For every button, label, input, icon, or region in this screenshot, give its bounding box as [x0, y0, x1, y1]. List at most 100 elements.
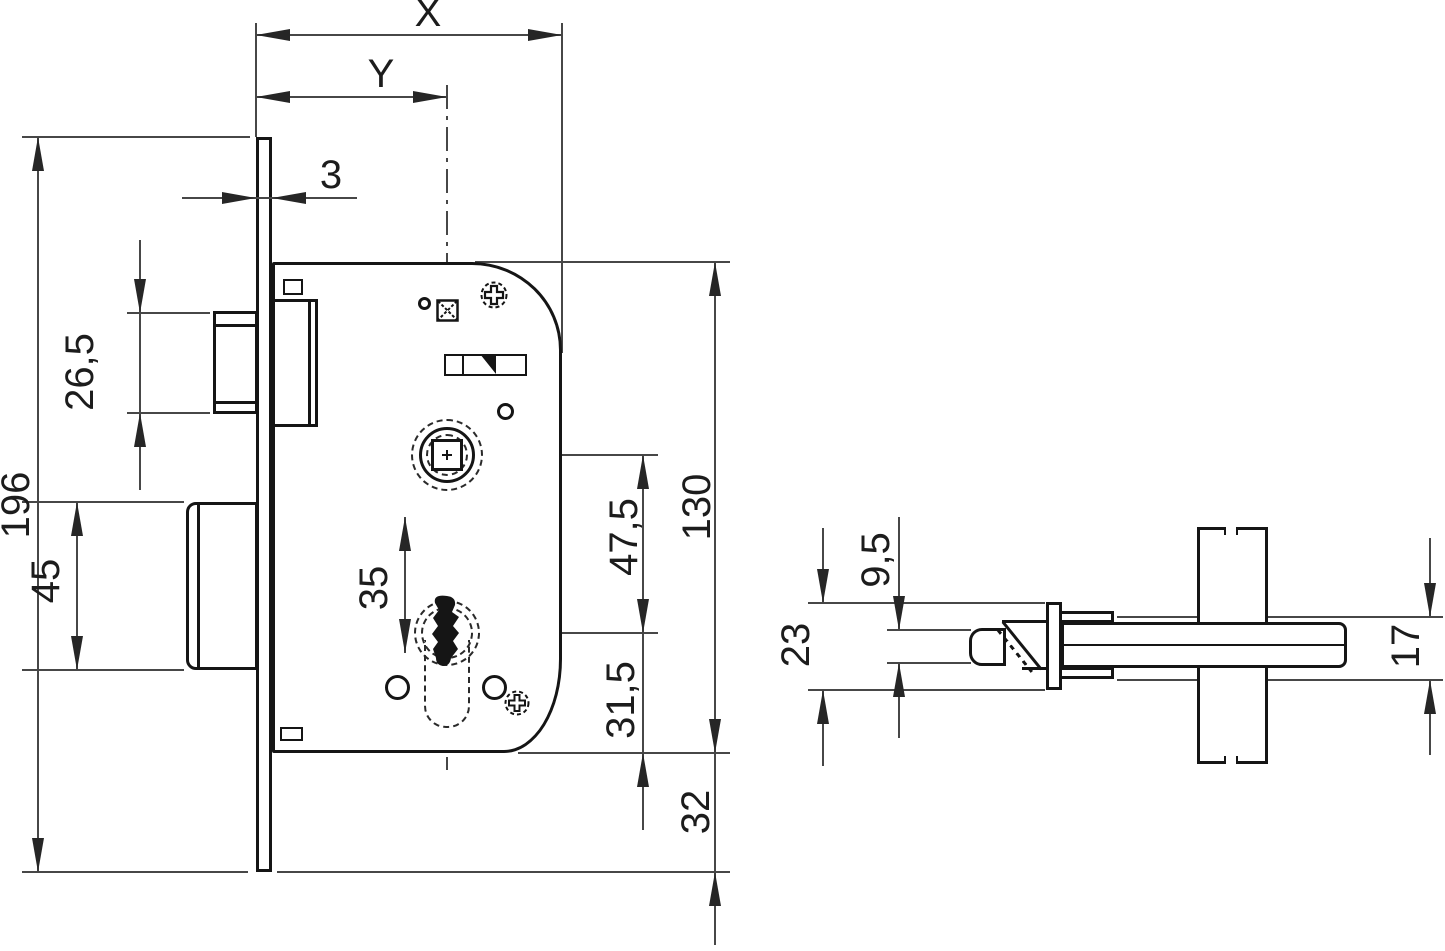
dimension-line-x	[256, 34, 562, 36]
extension-line	[518, 752, 730, 754]
extension-line	[1268, 616, 1443, 618]
arrowhead	[32, 137, 44, 171]
dim-label-130: 130	[675, 473, 719, 541]
extension-line	[561, 23, 563, 353]
arrowhead	[893, 663, 905, 697]
dimension-line-17	[1429, 538, 1431, 617]
dim-label-x: X	[414, 0, 442, 35]
sleeve-step	[1111, 668, 1114, 679]
dim-label-45: 45	[24, 558, 68, 604]
sleeve-edge	[1060, 676, 1114, 679]
arrowhead	[817, 690, 829, 724]
arrowhead	[256, 91, 290, 103]
dim-label-35: 35	[352, 565, 396, 611]
small-hole	[497, 403, 514, 420]
arrowhead	[709, 872, 721, 906]
dim-label-y: Y	[367, 52, 395, 96]
dim-label-17: 17	[1384, 623, 1428, 669]
dimension-line-3	[182, 197, 357, 199]
centre-line	[480, 454, 658, 456]
notch	[1226, 758, 1236, 767]
arrowhead	[256, 29, 290, 41]
latch-bolt-body-edge	[308, 302, 311, 424]
dim-label-23: 23	[774, 622, 818, 668]
dimension-line-9-5	[898, 517, 900, 630]
adjustment-slider	[444, 354, 527, 376]
arrowhead	[1424, 680, 1436, 714]
follower-shaft-upper	[1197, 527, 1268, 624]
arrowhead	[71, 502, 83, 536]
dim-label-3: 3	[319, 153, 343, 197]
arrowhead	[399, 619, 411, 653]
dimension-line-26-5	[139, 240, 141, 490]
arrowhead	[134, 413, 146, 447]
extension-line	[127, 412, 210, 414]
extension-line	[127, 312, 210, 314]
arrowhead	[709, 719, 721, 753]
key-profile	[432, 595, 459, 666]
arrowhead	[637, 753, 649, 787]
screw-hole-left	[385, 675, 410, 700]
mounting-slot-top	[283, 279, 303, 295]
arrowhead	[817, 569, 829, 603]
extension-line	[475, 261, 730, 263]
dimension-line-45	[76, 502, 78, 670]
arrowhead	[134, 279, 146, 313]
dimension-line-23	[822, 528, 824, 603]
extension-line	[22, 136, 250, 138]
follower-shaft-lower	[1197, 668, 1268, 764]
extension-line	[887, 629, 971, 631]
dead-bolt-edge	[197, 505, 200, 667]
dimension-line-9-5	[898, 663, 900, 738]
notch-tick	[1224, 756, 1226, 764]
shaft-mid-line	[1064, 644, 1344, 646]
follower-outer-circle	[411, 419, 483, 491]
dim-label-9-5: 9,5	[854, 532, 898, 588]
follower-tick	[446, 450, 448, 460]
notch-tick	[1236, 527, 1238, 535]
fixing-screw-icon	[480, 281, 508, 309]
extension-line	[1117, 679, 1197, 681]
centre-line	[472, 632, 658, 634]
dimension-line-35	[404, 517, 406, 653]
extension-line	[808, 689, 1045, 691]
latch-bolt-head	[213, 311, 258, 414]
extension-line	[1268, 679, 1443, 681]
extension-line	[887, 662, 971, 664]
notch	[1226, 524, 1236, 533]
arrowhead	[399, 517, 411, 551]
extension-line	[255, 23, 257, 137]
arrowhead	[709, 262, 721, 296]
arrowhead	[637, 599, 649, 633]
arrowhead	[272, 192, 306, 204]
dimension-line-31-5	[642, 633, 644, 830]
extension-line	[22, 501, 184, 503]
lock-case	[272, 262, 562, 753]
arrowhead	[528, 29, 562, 41]
dimension-line-47-5	[642, 455, 644, 633]
sleeve-edge	[1060, 611, 1114, 614]
dim-label-32: 32	[674, 789, 718, 835]
latch-bevel-edge	[215, 324, 256, 327]
arrowhead	[413, 91, 447, 103]
slider-divider	[462, 356, 464, 374]
extension-line	[1117, 616, 1197, 618]
extension-line	[277, 871, 730, 873]
dim-label-47-5: 47,5	[602, 498, 646, 576]
latch-bolt-body	[272, 299, 318, 427]
dimension-line-y	[256, 96, 447, 98]
follower-ring	[419, 427, 475, 483]
latch-collar	[1046, 602, 1062, 690]
arrowhead	[222, 192, 256, 204]
guide-edge	[1022, 667, 1112, 670]
dimension-line-196	[37, 137, 39, 872]
dim-label-196: 196	[0, 471, 38, 539]
dim-label-31-5: 31,5	[599, 661, 643, 739]
hatched-square	[436, 299, 459, 322]
follower-inner-circle	[426, 434, 468, 476]
pin-hole	[418, 297, 431, 310]
arrowhead	[71, 636, 83, 670]
arrowhead	[893, 596, 905, 630]
screw-hole-right	[482, 675, 507, 700]
